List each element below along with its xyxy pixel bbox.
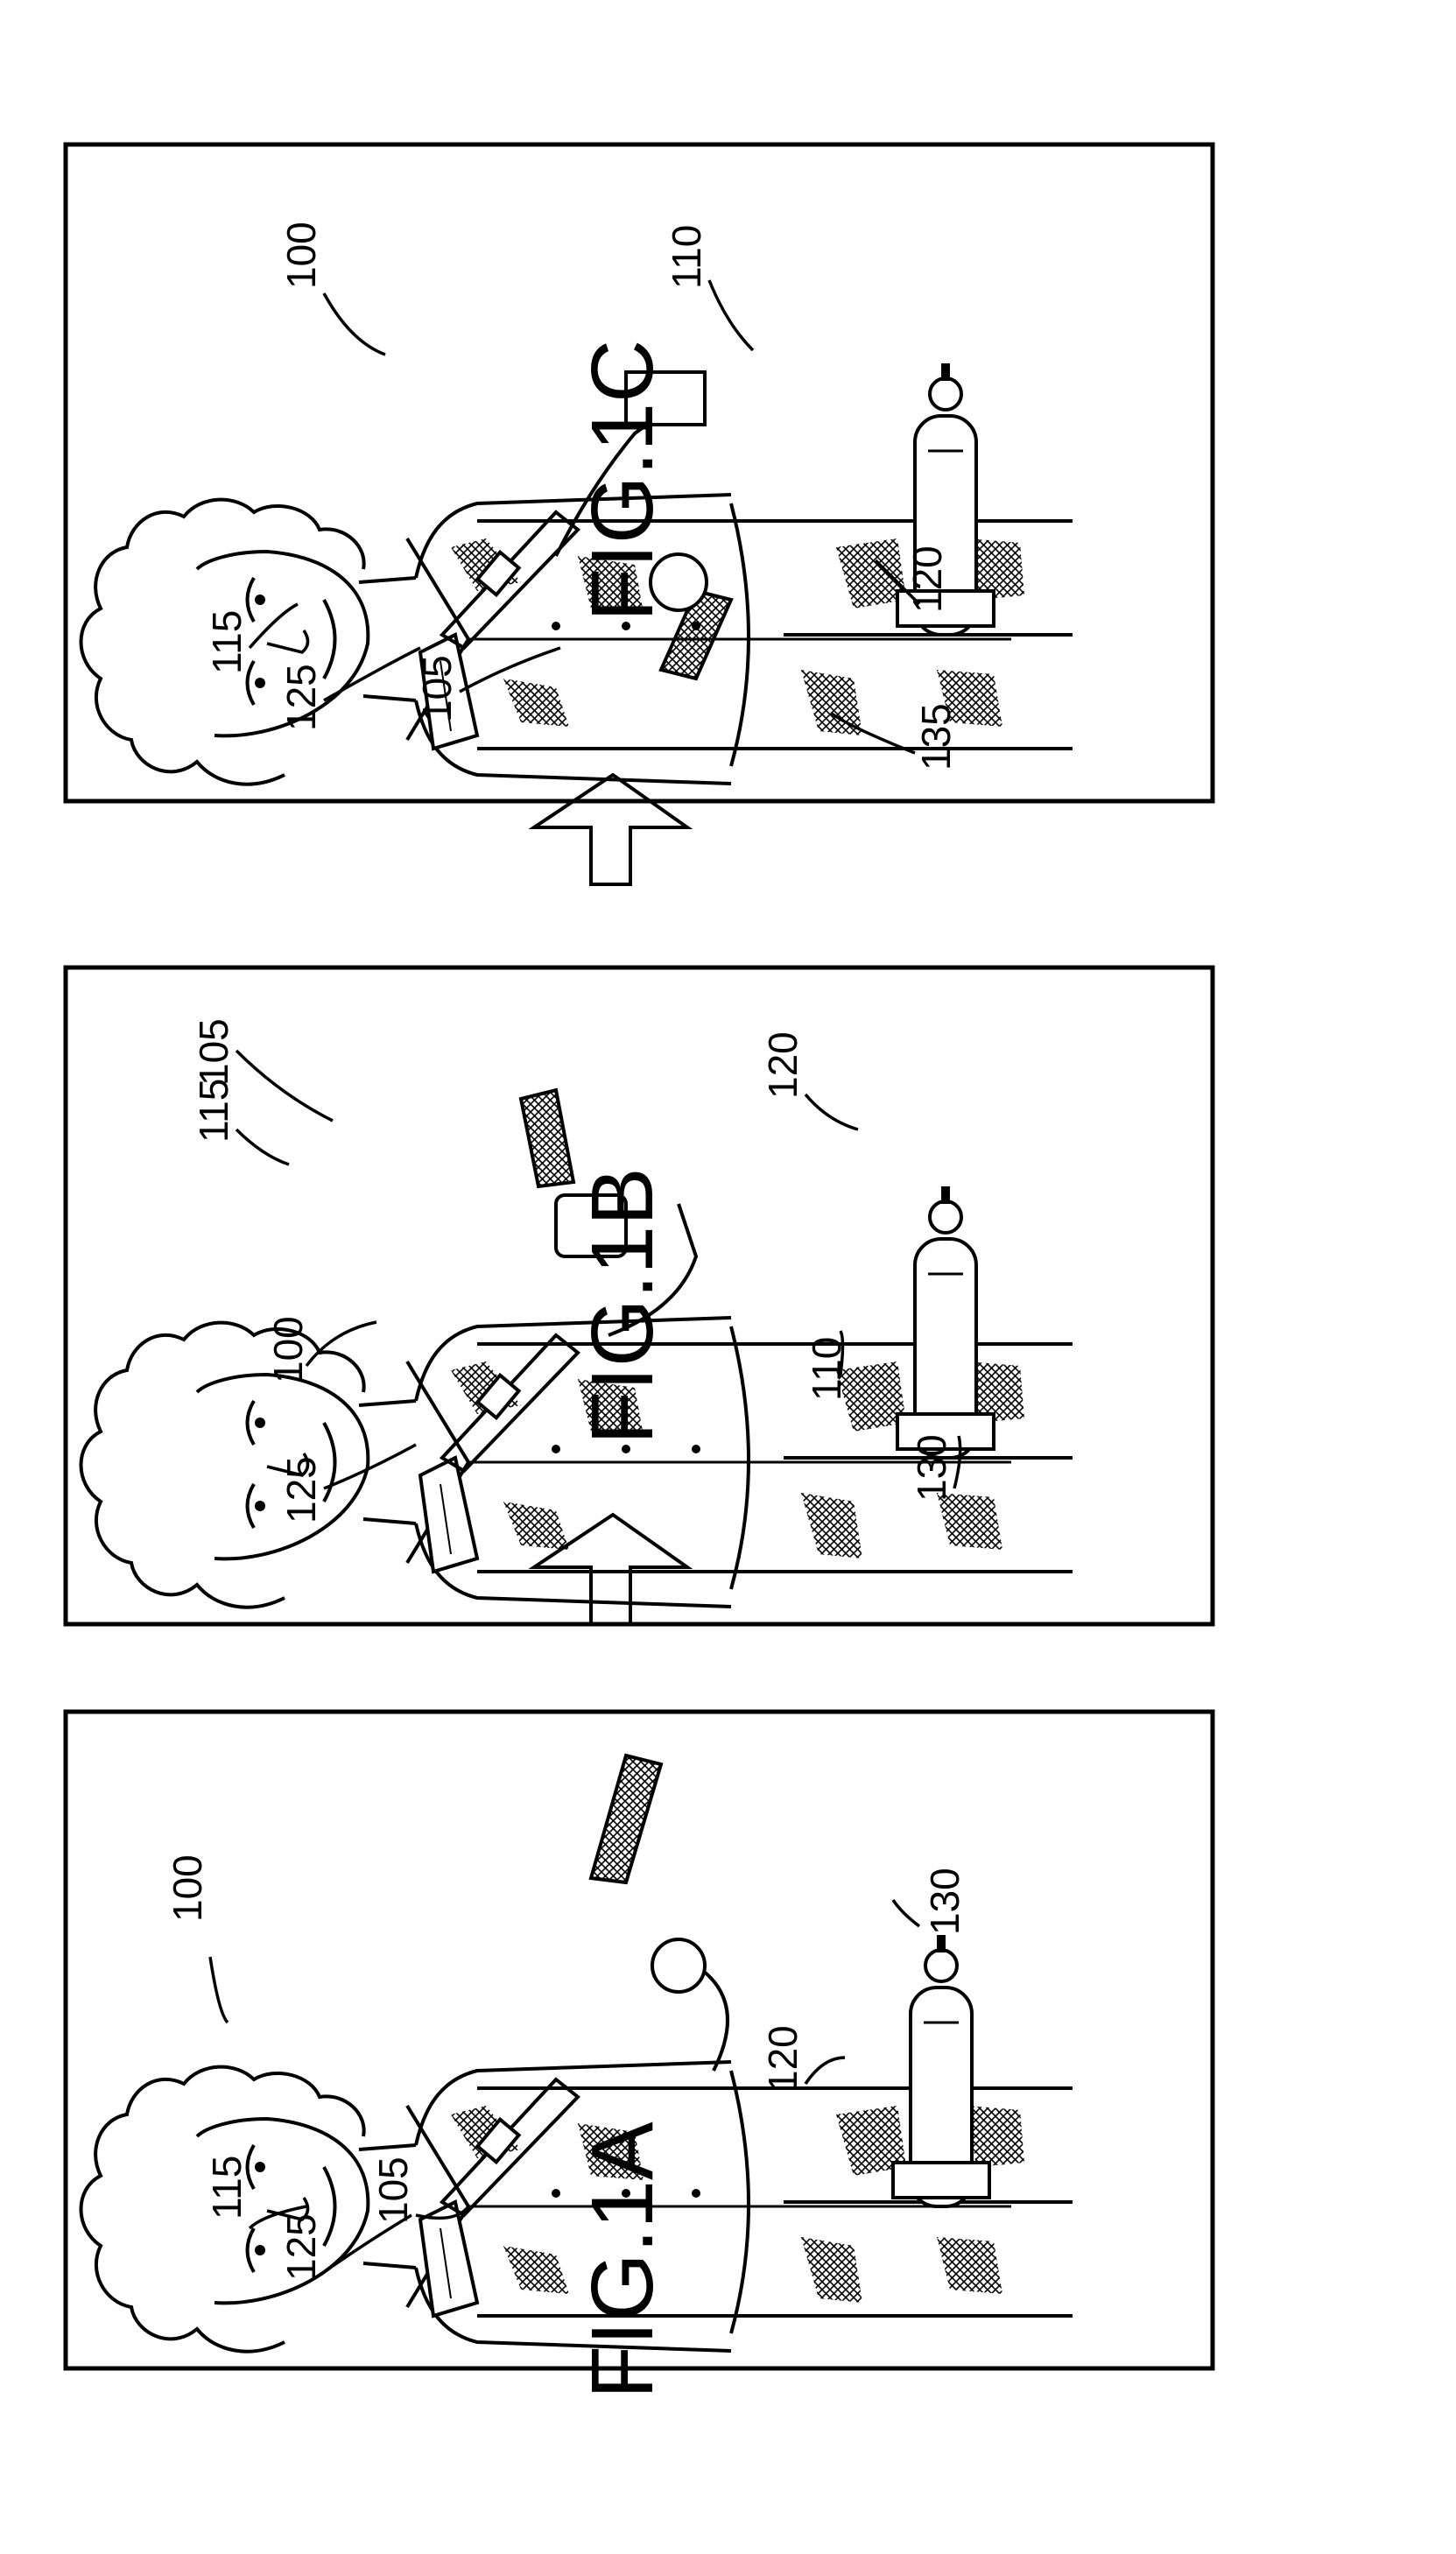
figure-1a: FIG.1A 100 115 125 105 120 130 [66,1712,1213,2399]
ref-100-label: 100 [265,1316,311,1383]
ref-125-label: 125 [278,1456,324,1523]
ref-110-label: 110 [664,225,709,289]
ref-105-label: 105 [191,1018,236,1086]
ref-120-label: 120 [760,1031,805,1099]
ref-115-label: 115 [204,610,250,674]
figure-1b: FIG.1B 100 125 115 105 120 110 130 [66,967,1213,1624]
ref-135-label: 135 [913,703,959,770]
figure-1a-caption: FIG.1A [573,2121,672,2399]
ref-120-label: 120 [904,545,950,613]
ref-120-label: 120 [760,2025,805,2093]
figure-1c: FIG.1C 100 110 115 125 105 120 135 [66,144,1213,801]
figure-1b-caption: FIG.1B [573,1167,672,1445]
ref-115-label: 115 [191,1079,236,1143]
ref-130-label: 130 [922,1868,967,1935]
ref-125-label: 125 [278,664,324,731]
figure-1c-caption: FIG.1C [573,340,672,622]
ref-125-label: 125 [278,2213,324,2281]
ref-105-label: 105 [414,655,460,722]
ref-100-label: 100 [165,1854,210,1922]
ref-105-label: 105 [370,2156,416,2224]
ref-100-label: 100 [278,222,324,289]
ref-130-label: 130 [909,1434,954,1502]
arrow-1b-to-1c [534,775,687,884]
ref-115-label: 115 [204,2156,250,2220]
